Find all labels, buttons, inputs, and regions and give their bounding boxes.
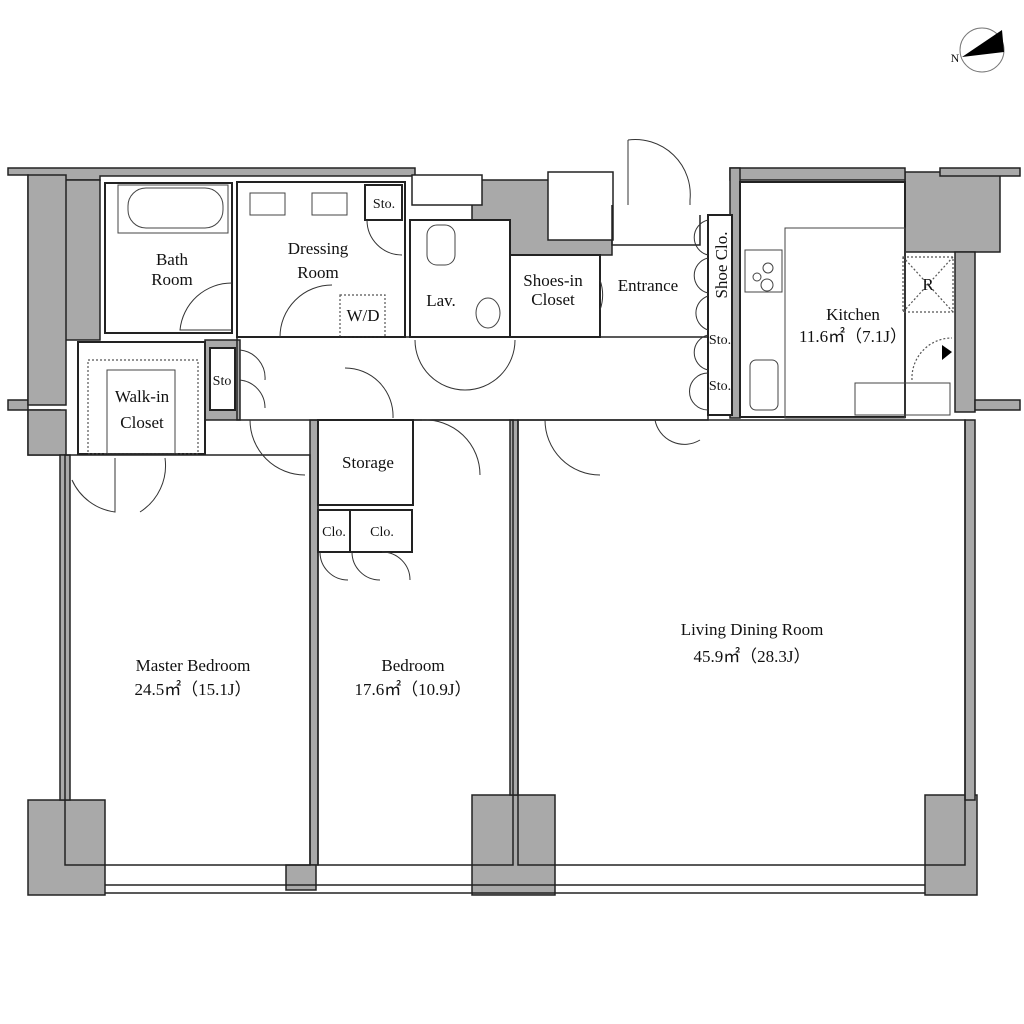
walkin-closet-label-1: Walk-in bbox=[115, 387, 170, 406]
lav-label: Lav. bbox=[426, 291, 456, 310]
bedroom-label: Bedroom bbox=[381, 656, 444, 675]
master-bedroom-label: Master Bedroom bbox=[136, 656, 251, 675]
master-bedroom-area: 24.5㎡（15.1J） bbox=[134, 680, 251, 699]
bath-room-label-2: Room bbox=[151, 270, 193, 289]
shoes-closet-label-2: Closet bbox=[531, 290, 575, 309]
kitchen-label: Kitchen bbox=[826, 305, 880, 324]
sto-walkin-label: Sto bbox=[213, 374, 232, 389]
clo-1-label: Clo. bbox=[322, 525, 346, 540]
compass-label: N bbox=[951, 51, 960, 65]
wd-label: W/D bbox=[346, 306, 379, 325]
shoes-closet-label-1: Shoes-in bbox=[523, 271, 583, 290]
kitchen-area: 11.6㎡（7.1J） bbox=[799, 327, 907, 346]
refrigerator-label: R bbox=[922, 275, 934, 294]
dressing-room-label-1: Dressing bbox=[288, 239, 349, 258]
sto-dressing-label: Sto. bbox=[373, 197, 395, 212]
doors bbox=[71, 139, 953, 581]
clo-2-label: Clo. bbox=[370, 525, 394, 540]
dressing-room-label-2: Room bbox=[297, 263, 339, 282]
living-dining-area: 45.9㎡（28.3J） bbox=[693, 647, 810, 666]
living-dining-label: Living Dining Room bbox=[681, 620, 824, 639]
storage-label: Storage bbox=[342, 453, 394, 472]
entrance-label: Entrance bbox=[618, 276, 678, 295]
bath-room-label-1: Bath bbox=[156, 250, 189, 269]
shoe-clo-label: Shoe Clo. bbox=[712, 231, 731, 298]
sto-hall-1-label: Sto. bbox=[709, 333, 731, 348]
north-arrow-icon: N bbox=[951, 27, 1005, 73]
walkin-closet-label-2: Closet bbox=[120, 413, 164, 432]
bedroom-area: 17.6㎡（10.9J） bbox=[354, 680, 471, 699]
sto-hall-2-label: Sto. bbox=[709, 379, 731, 394]
